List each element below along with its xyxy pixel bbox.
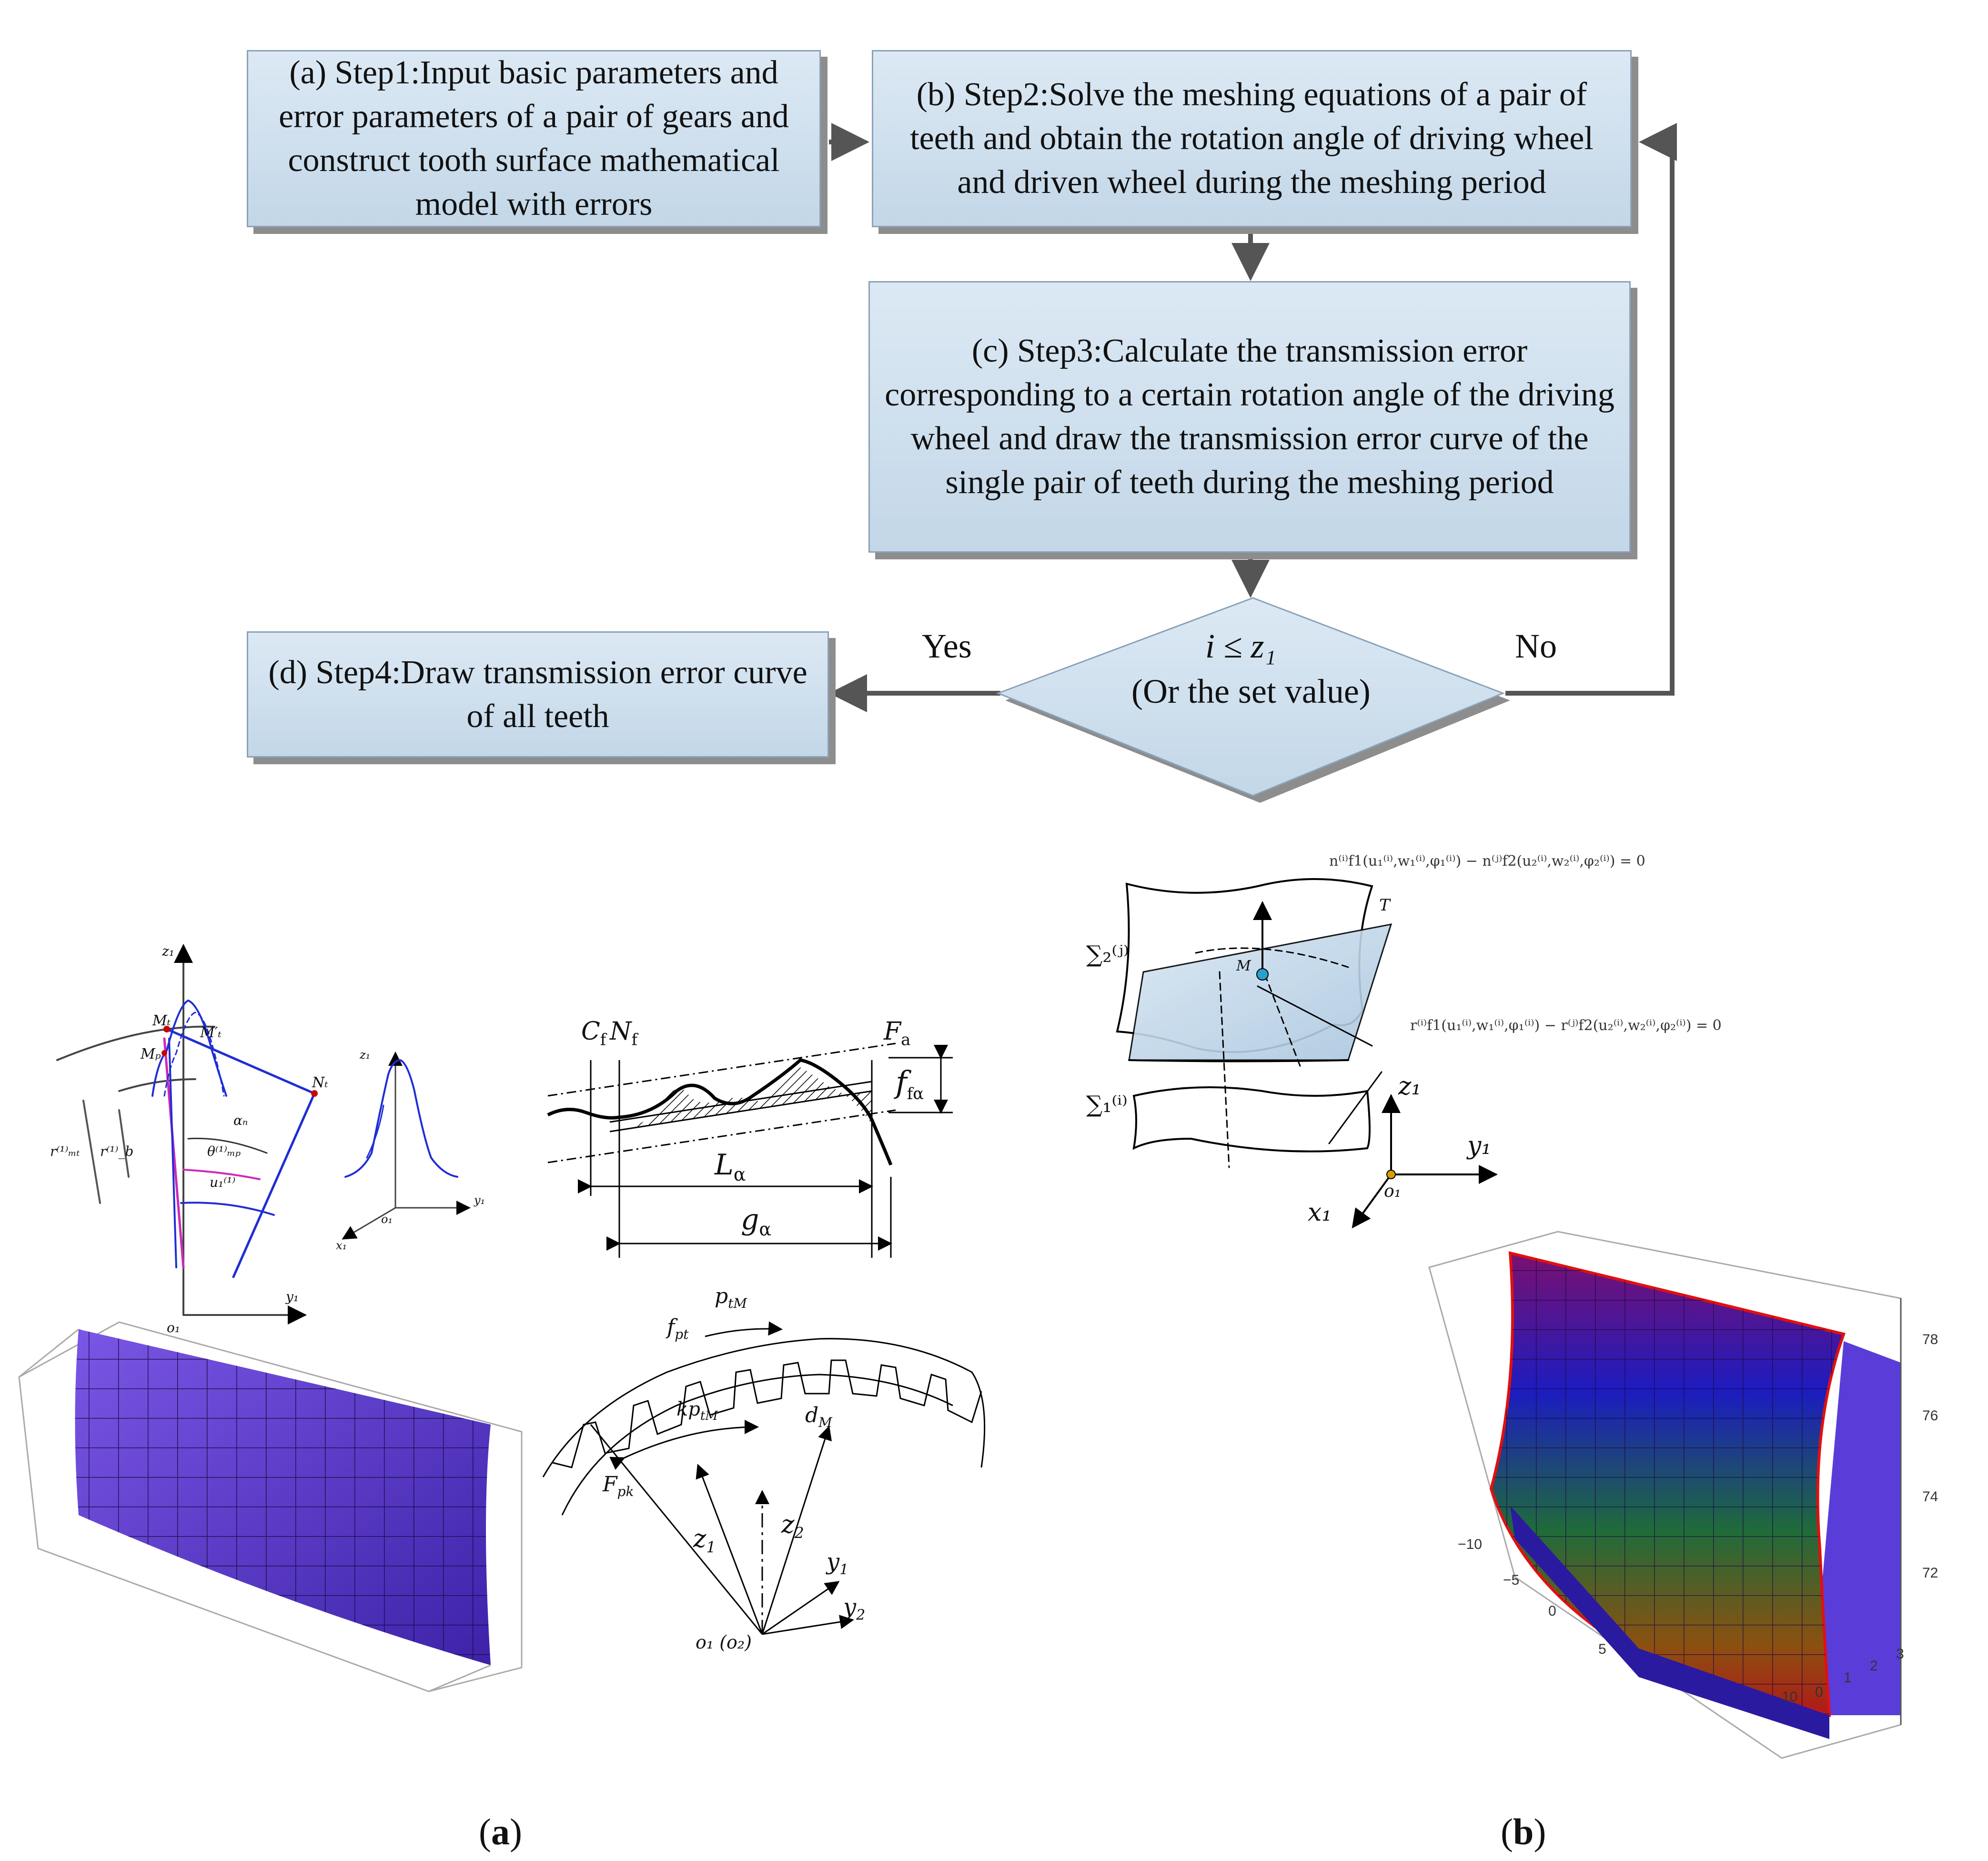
flow-connectors <box>829 123 1677 712</box>
tick-label: 78 <box>1922 1332 1938 1347</box>
profile-La-label: Lα <box>715 1148 746 1185</box>
pitch-z1-label: z1 <box>693 1525 716 1557</box>
no-label: No <box>1515 627 1557 665</box>
profile-Fa-label: Fa <box>884 1017 911 1050</box>
arrow-no-loop <box>1505 123 1677 696</box>
tooth-o1-label: o₁ <box>167 1320 181 1335</box>
tooth-Mp-label: Mₚ <box>141 1046 161 1062</box>
sigma2-label: ∑₂⁽ʲ⁾ <box>1086 941 1129 968</box>
pitch-ptM-label: ptM <box>715 1284 747 1311</box>
small-o1-label: o₁ <box>381 1213 393 1226</box>
decision-condition: i ≤ z₁ <box>1205 627 1276 665</box>
pitch-y2-label: y2 <box>843 1594 866 1624</box>
tick-label: −5 <box>1503 1572 1520 1588</box>
profile-error-diagram <box>547 1042 953 1258</box>
decision-diamond <box>996 597 1510 803</box>
pitch-dM-label: dM <box>805 1403 832 1430</box>
pitch-fpt-label: fpt <box>667 1315 689 1342</box>
sigma1-label: ∑₁⁽ⁱ⁾ <box>1086 1091 1128 1118</box>
small-y1-label: y₁ <box>474 1193 485 1207</box>
pitch-error-diagram <box>542 1321 986 1635</box>
meshing-o1-label: o₁ <box>1384 1182 1402 1201</box>
tick-label: 2 <box>1870 1658 1878 1674</box>
meshing-diagram <box>1116 878 1498 1229</box>
step4-text: (d) Step4:Draw transmission error curve … <box>268 654 807 735</box>
step3-box: (c) Step3:Calculate the transmission err… <box>868 281 1631 553</box>
tooth-u1-label: u₁⁽¹⁾ <box>210 1174 236 1190</box>
meshing-T-label: T <box>1379 896 1390 915</box>
normal-vector-equation: n⁽ⁱ⁾f1(u₁⁽ⁱ⁾,w₁⁽ⁱ⁾,φ₁⁽ⁱ⁾) − n⁽ʲ⁾f2(u₂⁽ⁱ⁾… <box>1329 853 1645 870</box>
tick-label: 0 <box>1815 1684 1823 1700</box>
tick-label: 74 <box>1922 1489 1938 1505</box>
meshing-y1-label: y₁ <box>1467 1132 1492 1160</box>
tick-label: 1 <box>1844 1670 1852 1686</box>
tooth-y1-label: y₁ <box>286 1289 299 1305</box>
yes-label: Yes <box>922 627 972 665</box>
tooth-Nt-label: Nₜ <box>312 1074 328 1091</box>
pitch-origin-label: o₁ (o₂) <box>696 1632 752 1653</box>
pitch-y1-label: y1 <box>827 1548 849 1578</box>
step3-text: (c) Step3:Calculate the transmission err… <box>885 333 1615 501</box>
meshing-z1-label: z₁ <box>1398 1072 1422 1101</box>
profile-Cf-label: Cf <box>581 1017 606 1050</box>
profile-ffa-label: ffα <box>896 1065 924 1103</box>
tooth-Mt-label: Mₜ <box>152 1012 171 1029</box>
tooth-Mt-prime-label: M′ₜ <box>200 1024 222 1041</box>
small-z1-label: z₁ <box>360 1048 371 1062</box>
decision-set-value: (Or the set value) <box>1131 672 1371 710</box>
position-vector-equation: r⁽ⁱ⁾f1(u₁⁽ⁱ⁾,w₁⁽ⁱ⁾,φ₁⁽ⁱ⁾) − r⁽ʲ⁾f2(u₂⁽ⁱ⁾… <box>1410 1017 1722 1034</box>
tick-label: 10 <box>1782 1689 1798 1705</box>
meshing-M-label: M <box>1236 958 1251 974</box>
tick-label: 0 <box>1548 1603 1556 1619</box>
tooth-profile-diagram <box>56 944 471 1325</box>
tick-label: 5 <box>1598 1641 1606 1657</box>
pitch-Fpk-label: Fpk <box>603 1472 634 1499</box>
step1-box: (a) Step1:Input basic parameters and err… <box>247 50 821 227</box>
step2-text: (b) Step2:Solve the meshing equations of… <box>910 76 1594 201</box>
tick-label: 76 <box>1922 1408 1938 1424</box>
step4-box: (d) Step4:Draw transmission error curve … <box>247 631 829 758</box>
meshing-x1-label: x₁ <box>1308 1198 1332 1227</box>
tooth-rb-label: r⁽¹⁾_b <box>100 1143 134 1159</box>
panel-label-b: (b) <box>1501 1811 1546 1852</box>
profile-ga-label: gα <box>741 1203 772 1240</box>
tick-label: 72 <box>1922 1565 1938 1581</box>
tooth-theta-label: θ⁽¹⁾ₘₚ <box>207 1143 241 1159</box>
tick-label: 3 <box>1896 1646 1904 1662</box>
panel-label-a: (a) <box>479 1811 522 1852</box>
step2-box: (b) Step2:Solve the meshing equations of… <box>872 50 1632 227</box>
pitch-kptM-label: kptM <box>676 1398 718 1423</box>
pitch-z2-label: z2 <box>781 1510 804 1542</box>
tooth-rMt-label: r⁽¹⁾ₘₜ <box>50 1143 80 1159</box>
profile-Nf-label: Nf <box>610 1017 638 1050</box>
tooth-z1-label: z₁ <box>162 943 174 959</box>
tooth-surface-3d-a <box>18 1321 523 1692</box>
step1-text: (a) Step1:Input basic parameters and err… <box>279 54 789 223</box>
tooth-surface-3d-b <box>1428 1231 1902 1759</box>
tooth-alpha-label: αₙ <box>233 1113 248 1128</box>
small-x1-label: x₁ <box>336 1239 347 1252</box>
tick-label: −10 <box>1458 1537 1482 1552</box>
